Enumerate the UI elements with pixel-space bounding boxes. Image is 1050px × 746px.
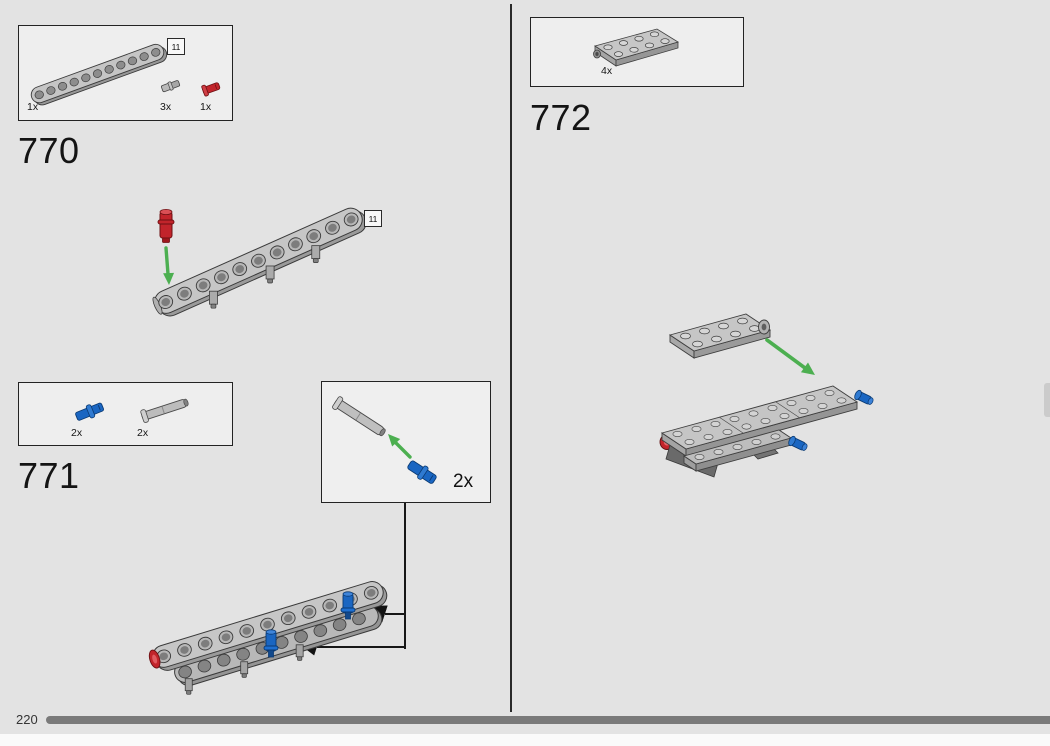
red-pin-icon xyxy=(201,82,221,97)
pin-connector-icon xyxy=(265,265,275,284)
pin-connector-icon xyxy=(295,644,304,661)
page-bottom-edge xyxy=(0,734,1050,746)
step-number-771: 771 xyxy=(18,455,80,496)
parts-770-pieces xyxy=(30,43,221,106)
callout-connector-line xyxy=(404,503,406,649)
pin-connector-icon xyxy=(311,245,321,263)
step-772-illustration xyxy=(659,313,874,478)
page-number: 220 xyxy=(16,712,38,727)
plate-icon xyxy=(660,385,859,457)
pin-connector-icon xyxy=(240,661,249,678)
plate-icon xyxy=(682,429,793,472)
part-count: 1x xyxy=(200,101,212,113)
gray-long-pin-icon xyxy=(140,398,189,423)
technic-beam-icon xyxy=(30,43,168,106)
page-edge-artifact xyxy=(1044,383,1050,417)
submodel-badge: 11 xyxy=(167,38,185,55)
part-count: 2x xyxy=(137,427,149,439)
callout-connector-line xyxy=(385,613,406,615)
part-count: 3x xyxy=(160,101,172,113)
blue-pin-icon xyxy=(75,402,104,421)
parts-box-770: 11 1x 3x 1x xyxy=(18,25,233,121)
blue-pin-icon xyxy=(340,591,356,620)
step-770-illustration xyxy=(152,207,367,317)
callout-connector-line xyxy=(317,646,406,648)
part-count: 4x xyxy=(601,65,613,77)
column-divider xyxy=(510,4,512,712)
blue-pin-icon xyxy=(407,460,437,484)
plate-icon xyxy=(668,313,772,359)
blue-pin-icon xyxy=(854,389,874,405)
step-771-illustration xyxy=(148,581,388,695)
pin-connector-icon xyxy=(184,678,193,695)
blue-pin-icon xyxy=(788,435,808,451)
technic-beam-icon xyxy=(152,207,367,317)
part-count: 2x xyxy=(71,427,83,439)
blue-pin-icon xyxy=(263,629,279,658)
submodel-badge: 11 xyxy=(364,210,382,227)
red-pin-icon xyxy=(148,649,161,669)
assembly-772 xyxy=(659,385,874,478)
progress-bar xyxy=(46,716,1050,724)
submodel-badge-label: 11 xyxy=(171,41,181,52)
step-number-770: 770 xyxy=(18,130,80,171)
callout-771-illustration xyxy=(332,396,437,484)
part-count: 1x xyxy=(27,101,39,113)
green-arrow-icon xyxy=(765,338,815,375)
gray-long-pin-icon xyxy=(332,396,386,437)
technic-beam-icon xyxy=(174,605,383,695)
green-arrow-icon xyxy=(163,246,175,285)
parts-772-pieces xyxy=(593,28,679,67)
parts-box-772: 4x xyxy=(530,17,744,87)
pin-connector-icon xyxy=(161,80,181,93)
detail-callout-box: 2x xyxy=(321,381,491,503)
parts-box-771: 2x 2x xyxy=(18,382,233,446)
step-number-772: 772 xyxy=(530,97,592,138)
red-pin-icon xyxy=(157,209,175,243)
parts-771-pieces xyxy=(75,398,189,423)
plate-icon xyxy=(593,28,679,67)
green-arrow-icon xyxy=(388,434,412,459)
submodel-badge-label: 11 xyxy=(368,213,378,224)
callout-count: 2x xyxy=(453,471,474,492)
pin-connector-icon xyxy=(209,290,218,309)
